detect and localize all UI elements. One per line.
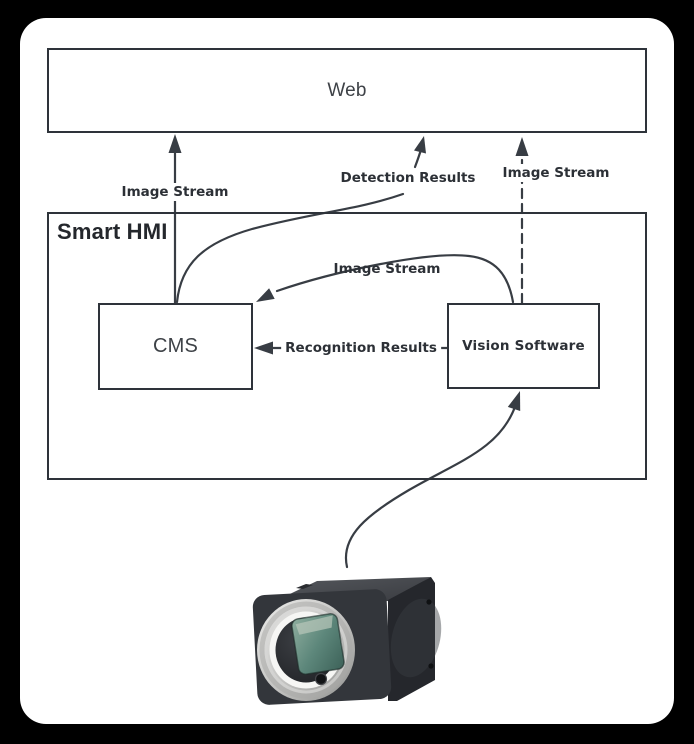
camera-screw (314, 672, 328, 686)
web-label: Web (327, 79, 367, 101)
camera-side-face (388, 577, 435, 701)
camera-side-hole (426, 599, 432, 605)
arrow-image-stream-left (168, 134, 182, 305)
node-cms: CMS (98, 303, 253, 390)
camera-side-highlight (390, 598, 442, 678)
node-smart-hmi: Smart HMI (47, 212, 647, 480)
camera-lens (257, 599, 355, 701)
camera-side-hole (428, 663, 434, 669)
arrow-camera-to-vision (344, 391, 521, 569)
flow-label-image-stream-right: Image Stream (498, 164, 614, 182)
arrow-image-stream-right (515, 137, 529, 305)
arrow-detection-results (175, 136, 426, 304)
node-web: Web (47, 48, 647, 133)
flow-label-recognition-results: Recognition Results (281, 339, 441, 357)
arrow-image-stream-inner (256, 254, 515, 304)
flow-label-image-stream-left: Image Stream (117, 183, 233, 201)
cms-label: CMS (152, 335, 199, 357)
smart-hmi-label: Smart HMI (57, 219, 168, 244)
flow-label-image-stream-inner: Image Stream (333, 261, 441, 277)
vision-software-label: Vision Software (462, 338, 585, 354)
node-vision-software: Vision Software (447, 303, 600, 389)
camera-image (252, 577, 442, 705)
camera-top-detail (296, 584, 313, 589)
flow-label-detection-results: Detection Results (336, 169, 480, 187)
